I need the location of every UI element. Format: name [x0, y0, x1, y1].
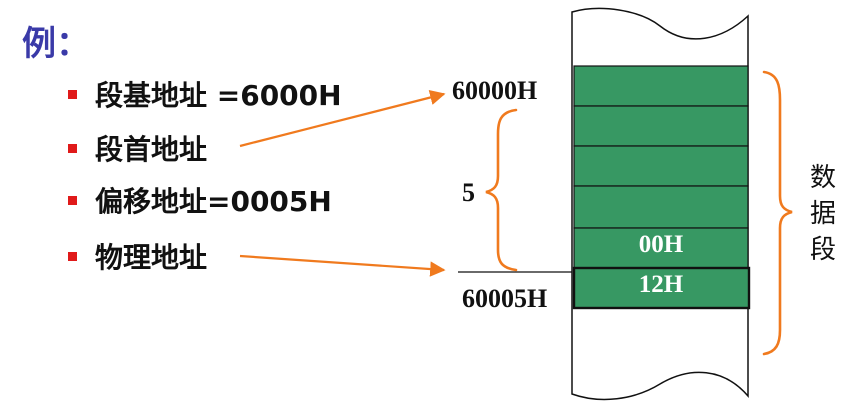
segment-brace: [762, 70, 793, 356]
memory-cell-highlighted: [572, 266, 751, 310]
slide-title: 例：: [22, 24, 90, 64]
offset-brace: [485, 108, 518, 272]
data-segment-label: 数 据 段: [806, 160, 840, 268]
memory-cell: [573, 227, 749, 269]
bullet-item: 偏移地址=0005H: [68, 180, 332, 220]
bullet-item: 段首地址: [68, 128, 207, 168]
offset-label: 5: [462, 178, 475, 207]
bullet-label: 物理地址: [95, 241, 208, 274]
data-segment-char: 据: [809, 199, 836, 229]
bullet-label: 段首地址: [95, 133, 208, 166]
physical-address-label: 60005H: [462, 284, 548, 313]
segment-start-arrow: [239, 89, 446, 148]
bullet-item: 物理地址: [68, 236, 207, 276]
memory-cell-value: 12H: [638, 271, 684, 298]
bullet-square-icon: [68, 143, 77, 153]
memory-cell: [573, 65, 749, 107]
bullet-square-icon: [68, 195, 77, 205]
bullet-square-icon: [68, 251, 77, 261]
memory-cell: [573, 145, 749, 187]
memory-cell: [573, 105, 749, 147]
memory-cell: [573, 185, 749, 229]
start-address-label: 60000H: [452, 76, 538, 105]
bullet-item: 段基地址 =6000H: [68, 74, 342, 114]
bullet-label: 偏移地址=0005H: [95, 185, 332, 218]
physical-address-arrow: [239, 254, 446, 277]
bullet-label: 段基地址 =6000H: [95, 79, 342, 112]
bullet-square-icon: [68, 89, 77, 99]
memory-cell-value: 00H: [638, 231, 684, 258]
memory-cells: [572, 65, 751, 310]
data-segment-char: 段: [809, 235, 836, 265]
data-segment-char: 数: [809, 163, 836, 193]
